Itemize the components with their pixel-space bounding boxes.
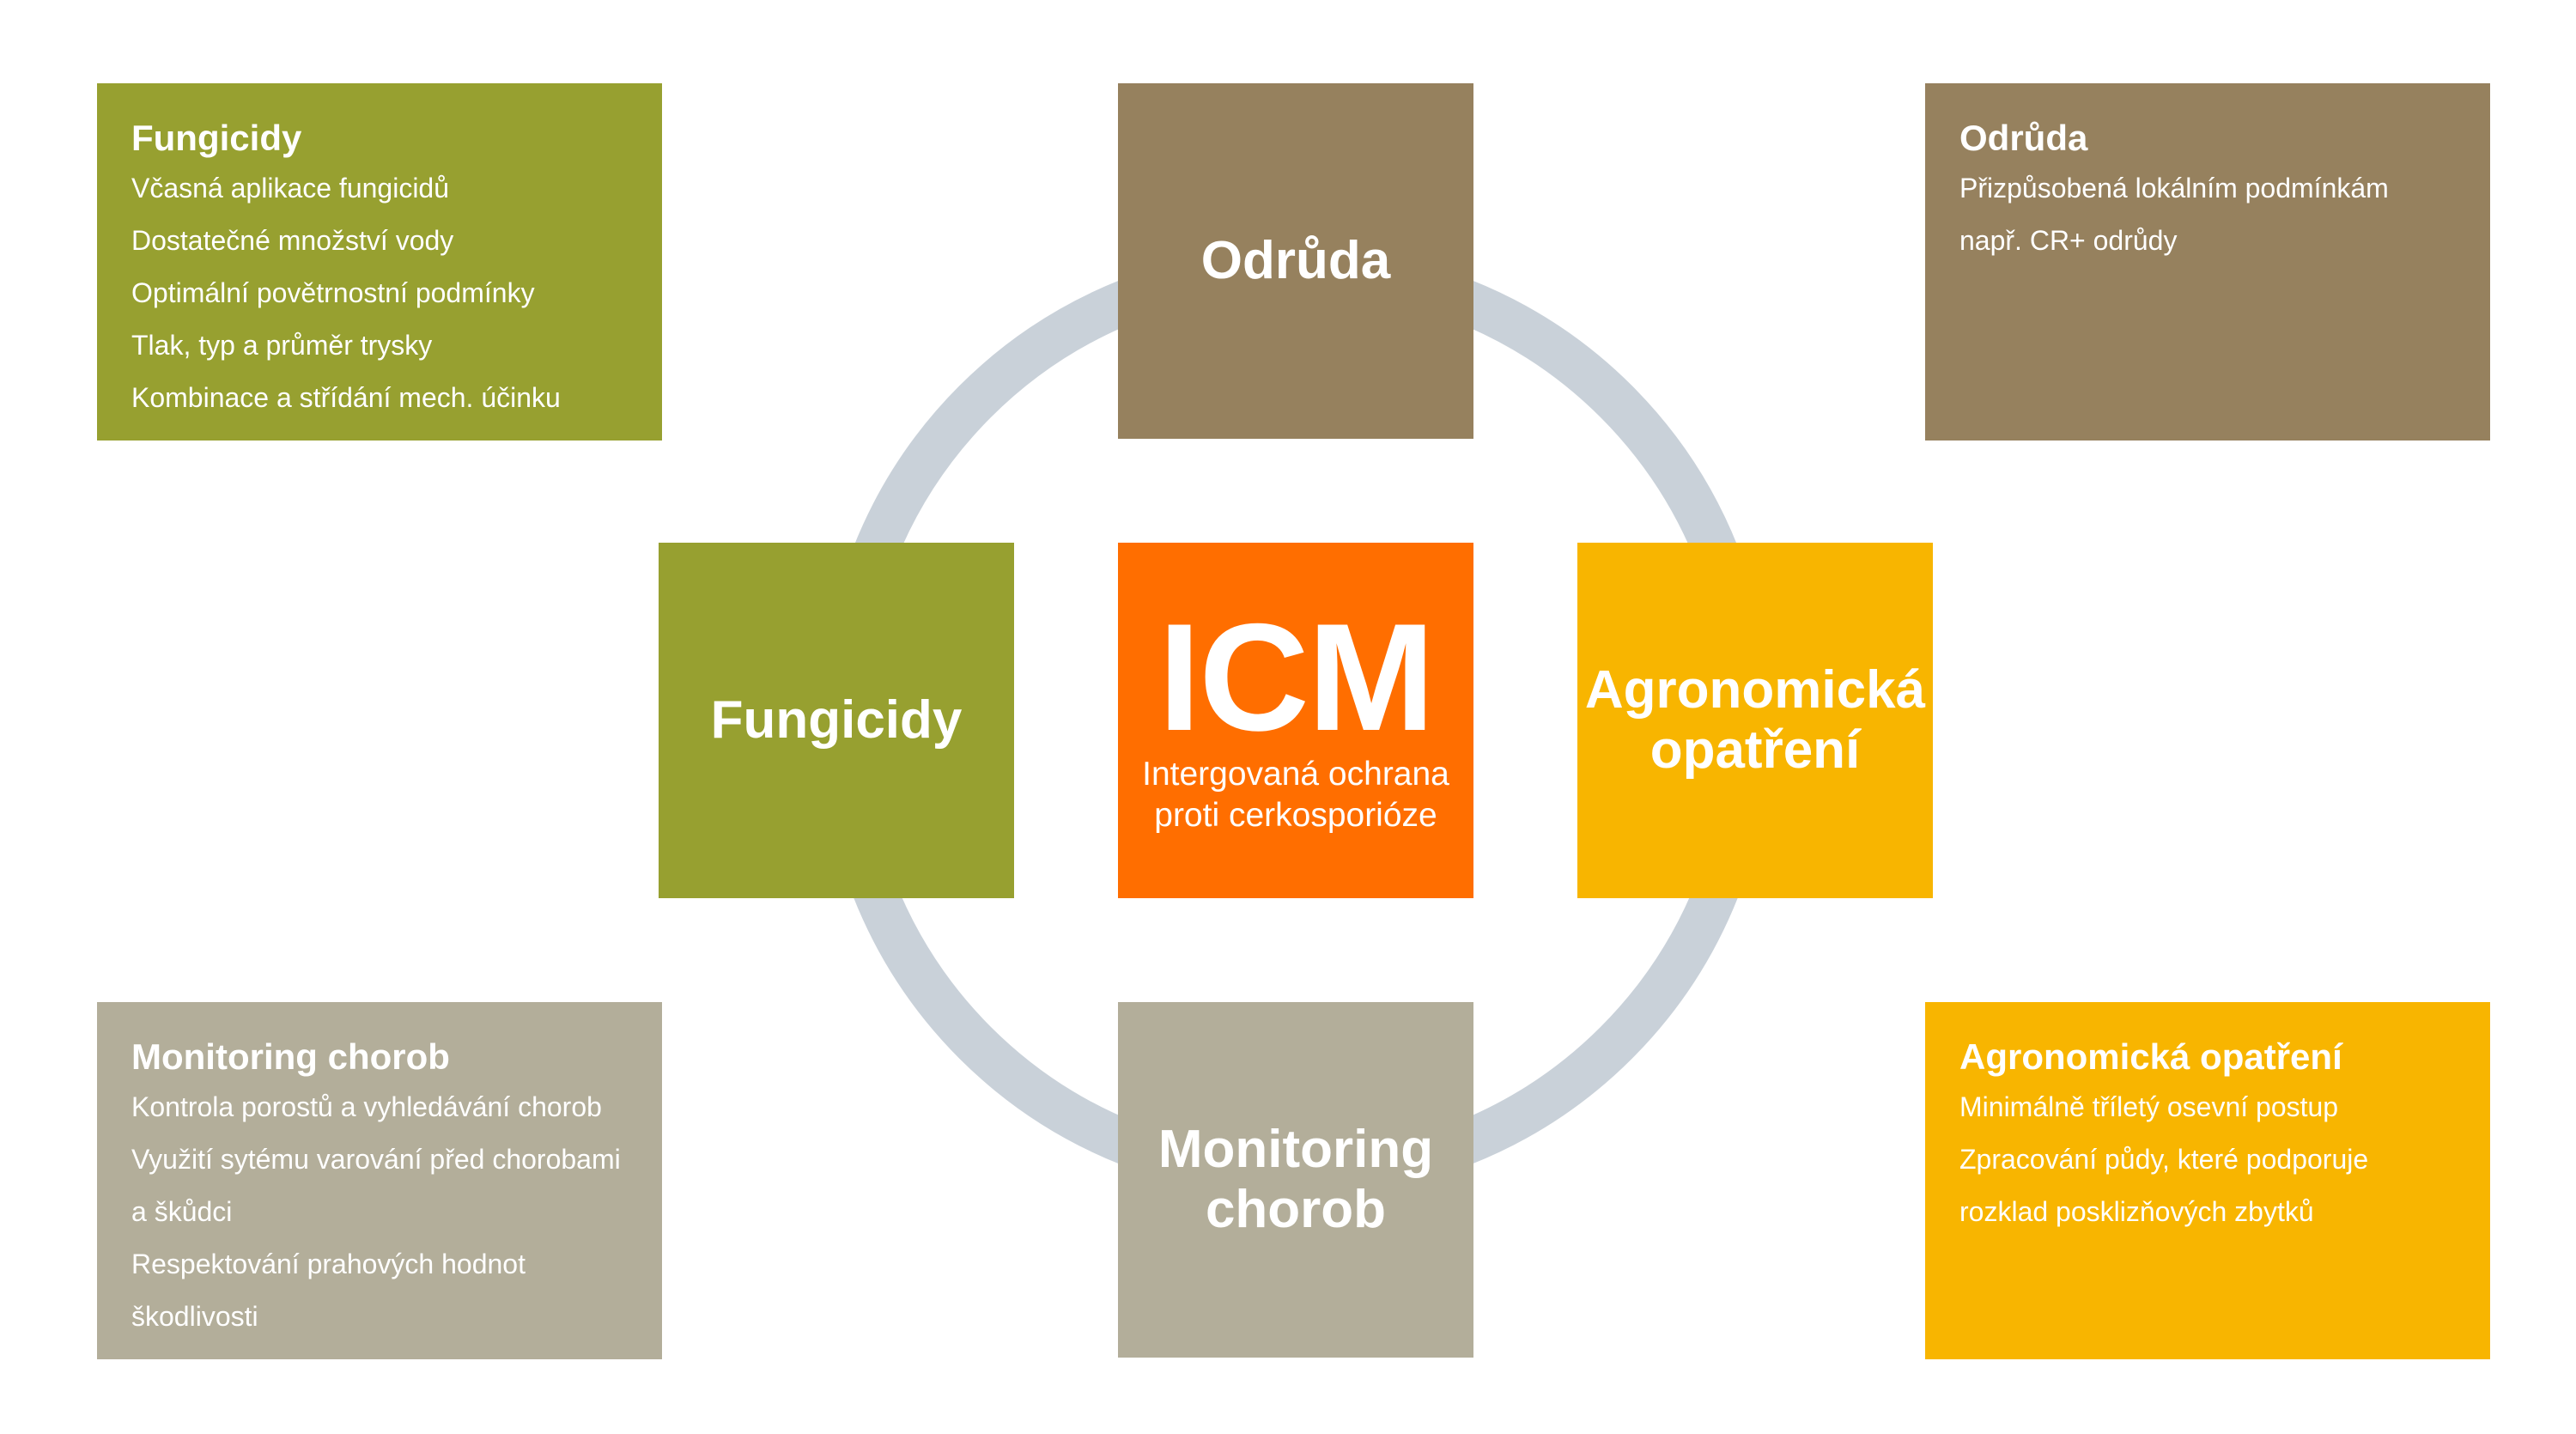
panel-agronomicka-title: Agronomická opatření	[1959, 1036, 2342, 1077]
panel-agronomicka-line: Zpracování půdy, které podporuje	[1959, 1144, 2369, 1175]
panel-monitoring-line: Využití sytému varování před chorobami	[131, 1144, 621, 1175]
node-monitoring-label-1: Monitoring	[1157, 1120, 1434, 1179]
panel-agronomicka-line: rozklad posklizňových zbytků	[1959, 1196, 2314, 1227]
node-agronomicka: Agronomická opatření	[1577, 543, 1933, 898]
panel-fungicidy-line: Kombinace a střídání mech. účinku	[131, 382, 561, 413]
icm-title: ICM	[1157, 592, 1435, 763]
panel-fungicidy-line: Tlak, typ a průměr trysky	[131, 330, 433, 361]
panel-odruda: Odrůda Přizpůsobená lokálním podmínkám n…	[1925, 83, 2490, 441]
panel-odruda-line: Přizpůsobená lokálním podmínkám	[1959, 173, 2389, 204]
panel-monitoring-title: Monitoring chorob	[131, 1036, 450, 1077]
panel-fungicidy-title: Fungicidy	[131, 118, 302, 158]
node-monitoring-label-2: chorob	[1205, 1180, 1387, 1239]
node-odruda: Odrůda	[1118, 83, 1473, 439]
panel-odruda-title: Odrůda	[1959, 118, 2088, 158]
panel-agronomicka: Agronomická opatření Minimálně tříletý o…	[1925, 1002, 2490, 1359]
panel-fungicidy-line: Optimální povětrnostní podmínky	[131, 277, 535, 308]
node-fungicidy-label: Fungicidy	[710, 690, 963, 750]
node-agronomicka-label-1: Agronomická	[1584, 660, 1926, 720]
node-monitoring: Monitoring chorob	[1118, 1002, 1473, 1358]
panel-monitoring-line: Respektování prahových hodnot	[131, 1249, 526, 1279]
panel-monitoring-line: škodlivosti	[131, 1301, 258, 1332]
node-fungicidy: Fungicidy	[659, 543, 1014, 898]
node-odruda-label: Odrůda	[1200, 231, 1391, 290]
panel-fungicidy: Fungicidy Včasná aplikace fungicidů Dost…	[97, 83, 662, 441]
node-icm-center: ICM Intergovaná ochrana proti cerkospori…	[1118, 543, 1473, 898]
node-agronomicka-label-2: opatření	[1649, 720, 1861, 780]
panel-monitoring-line: Kontrola porostů a vyhledávání chorob	[131, 1091, 602, 1122]
panel-fungicidy-line: Dostatečné množství vody	[131, 225, 454, 256]
panel-monitoring: Monitoring chorob Kontrola porostů a vyh…	[97, 1002, 662, 1359]
icm-subtitle-1: Intergovaná ochrana	[1142, 756, 1449, 793]
panel-odruda-line: např. CR+ odrůdy	[1959, 225, 2178, 256]
panel-agronomicka-line: Minimálně tříletý osevní postup	[1959, 1091, 2339, 1122]
icm-subtitle-2: proti cerkosporióze	[1154, 797, 1437, 834]
panel-monitoring-line: a škůdci	[131, 1196, 233, 1227]
panel-fungicidy-line: Včasná aplikace fungicidů	[131, 173, 450, 204]
